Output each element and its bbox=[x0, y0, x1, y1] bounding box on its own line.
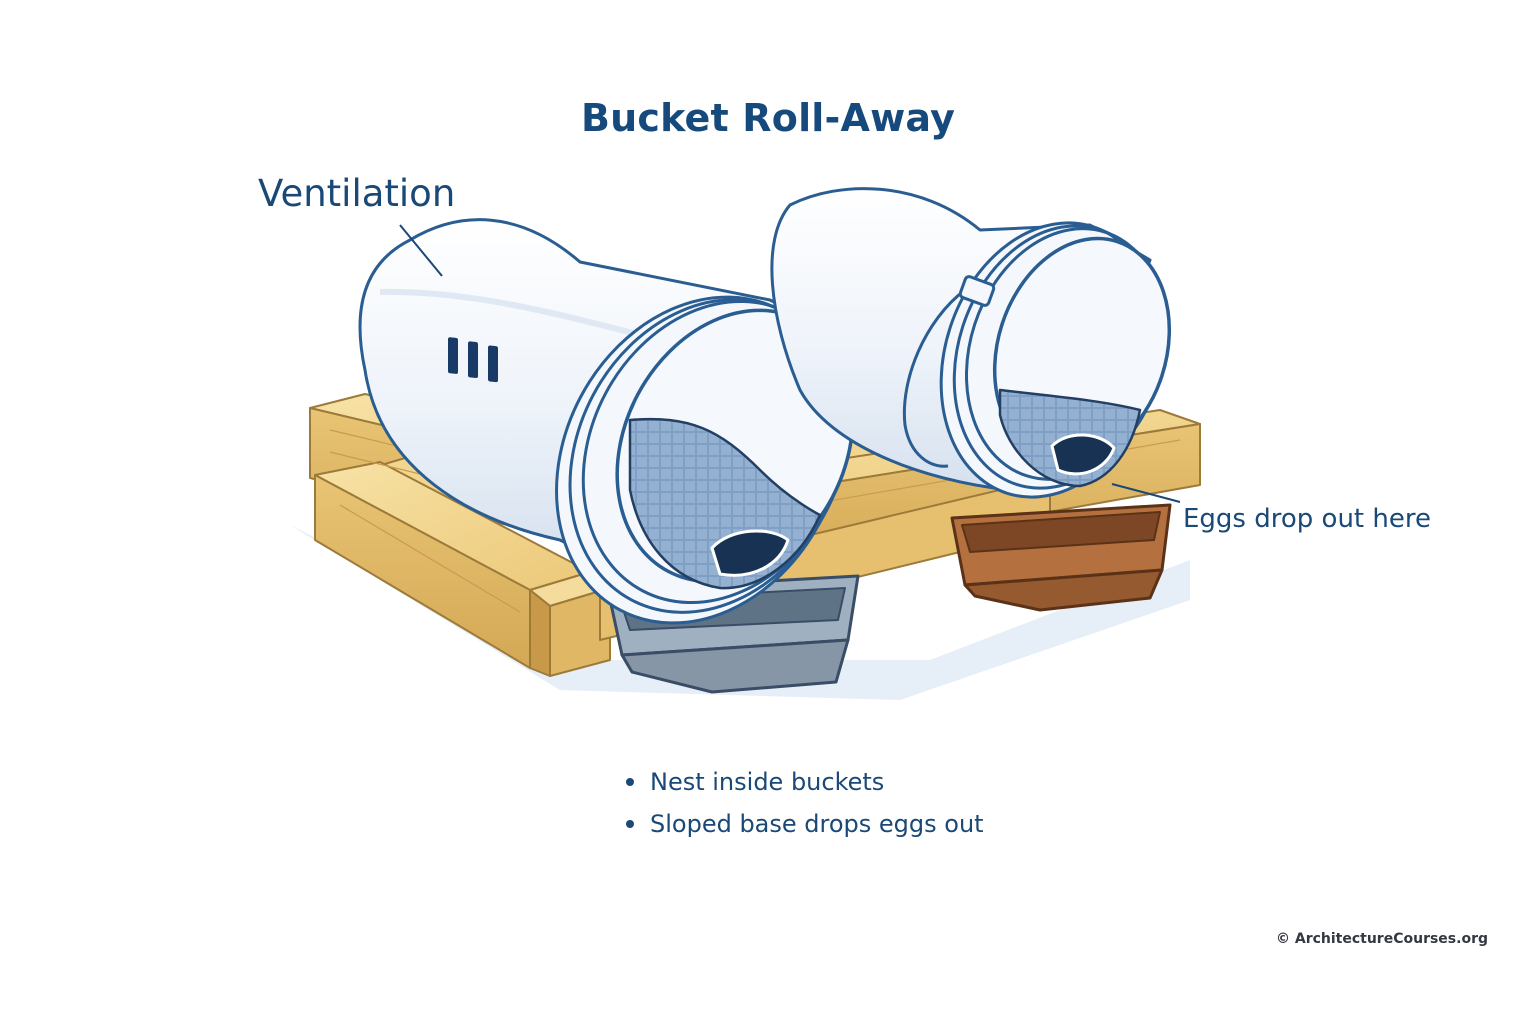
note-text: Nest inside buckets bbox=[650, 768, 885, 796]
diagram-title: Bucket Roll-Away bbox=[580, 96, 956, 140]
ventilation-slots-icon bbox=[448, 337, 498, 383]
eggs-exit-label: Eggs drop out here bbox=[1183, 504, 1431, 534]
notes-list: Nest inside buckets Sloped base drops eg… bbox=[622, 764, 984, 848]
bullet-icon bbox=[626, 820, 634, 828]
egg-tray-brown bbox=[950, 503, 1172, 612]
bucket-handle-icon bbox=[902, 275, 996, 468]
egg-exit-hole-icon bbox=[710, 529, 790, 577]
bucket-left bbox=[358, 218, 855, 625]
ventilation-leader-line bbox=[399, 224, 443, 277]
list-item: Sloped base drops eggs out bbox=[622, 806, 984, 848]
list-item: Nest inside buckets bbox=[622, 764, 984, 806]
bucket-right bbox=[770, 187, 1172, 499]
bullet-icon bbox=[626, 778, 634, 786]
ventilation-label: Ventilation bbox=[258, 172, 456, 215]
eggs-leader-line bbox=[1111, 483, 1181, 503]
note-text: Sloped base drops eggs out bbox=[650, 810, 984, 838]
copyright-notice: © ArchitectureCourses.org bbox=[1275, 931, 1488, 947]
